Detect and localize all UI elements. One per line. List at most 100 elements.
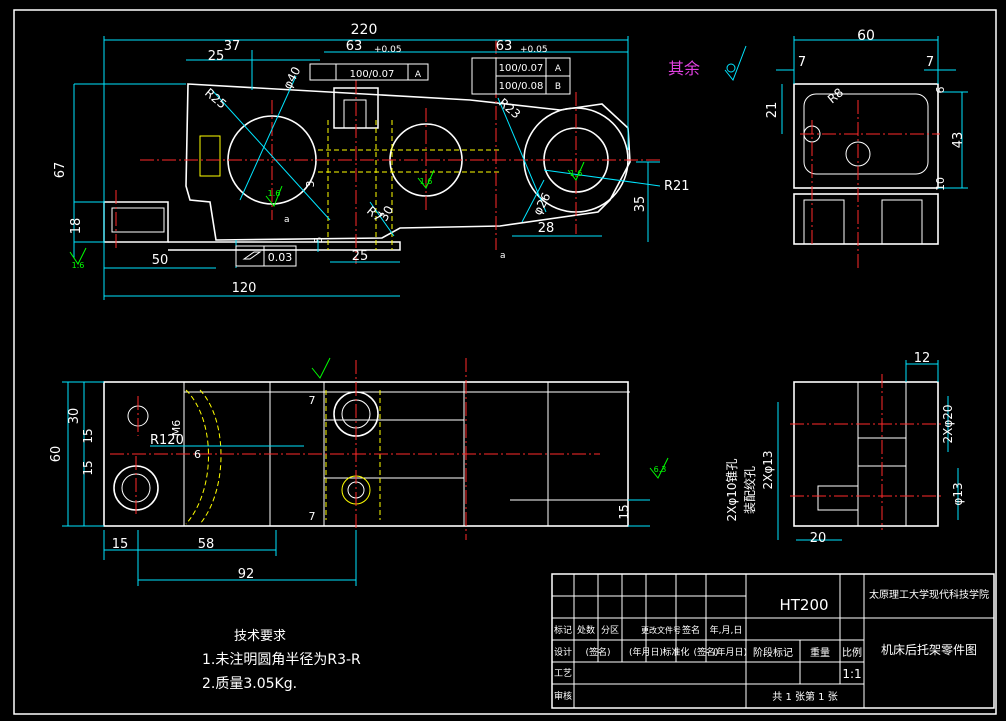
front-center-lines (115, 40, 660, 264)
tb-process: 工艺 (554, 668, 572, 679)
top-dim-7-a: 7 (309, 394, 316, 407)
tol-right-1-value: 100/0.07 (499, 63, 544, 74)
tb-design: 设计 (554, 646, 572, 658)
side-center-lines (800, 100, 940, 268)
top-dim-7-b: 7 (309, 510, 316, 523)
dim-25-top: 25 (208, 49, 225, 64)
datum-b-label: a (500, 251, 506, 261)
section-outline (793, 381, 939, 527)
top-dim-15-b: 15 (81, 460, 95, 475)
front-outline (185, 83, 631, 241)
section-dim-12: 12 (914, 351, 931, 366)
title-weight: 重量 (810, 646, 830, 659)
top-dim-92: 92 (238, 567, 255, 582)
tb-review: 审核 (554, 690, 572, 702)
title-block (551, 573, 995, 709)
dim-63-b: 63 (496, 39, 513, 54)
front-foot-left-inner (111, 207, 165, 233)
dim-30: 30 (376, 203, 396, 223)
roughness-label-a: 1.6 (268, 189, 281, 198)
tol-right-1-datum: A (555, 64, 562, 74)
sheet-border (13, 9, 997, 715)
tb-date-1: (年月日) (629, 646, 663, 658)
tb-header-4: 签名 (682, 624, 700, 636)
dim-220: 220 (351, 22, 378, 38)
front-dimension-lines (73, 36, 660, 300)
top-dim-15-a: 15 (81, 428, 95, 443)
flatness-frame (235, 245, 297, 267)
section-dim-phi13: φ13 (951, 482, 965, 505)
top-roughness-label: 6.3 (654, 465, 667, 474)
tb-header-2: 分区 (601, 625, 619, 636)
side-dim-10: 10 (934, 177, 947, 191)
notes-line-1: 1.未注明圆角半径为R3-R (202, 652, 361, 668)
front-view (69, 36, 747, 300)
tb-header-5: 年,月,日 (710, 624, 743, 636)
title-stage-mark: 阶段标记 (753, 646, 793, 659)
section-dim-2xphi13: 2Xφ13 (761, 450, 775, 489)
dim-120: 120 (232, 281, 257, 296)
flatness-icon (242, 251, 262, 260)
dim-phi40: φ40 (280, 64, 303, 91)
dim-3: 3 (304, 181, 317, 188)
side-dim-7-left: 7 (798, 55, 806, 70)
flatness-value: 0.03 (268, 251, 293, 264)
dim-25-bottom: 25 (352, 249, 369, 264)
top-dim-6: 6 (194, 448, 201, 461)
tb-header-3: 更改文件号 (641, 625, 681, 635)
parallel-frame-top (309, 63, 429, 81)
title-ratio: 比例 (842, 646, 862, 659)
tb-signature-2: (签名) (693, 646, 718, 658)
section-center-lines (790, 374, 944, 530)
side-dim-60: 60 (857, 28, 875, 44)
side-dim-r8: R8 (825, 85, 846, 106)
tol-top-value: 100/0.07 (350, 69, 395, 80)
top-center-lines (110, 358, 600, 540)
roughness-label-b: 1.6 (420, 177, 433, 186)
side-foot-right (881, 199, 923, 245)
dim-18: 18 (69, 218, 84, 235)
tol-right-2-value: 100/0.08 (499, 81, 544, 92)
side-dim-7-right: 7 (926, 55, 934, 70)
remaining-roughness-icon (724, 45, 747, 81)
side-base (793, 193, 939, 245)
section-note-assembly: 装配绞孔 (742, 466, 757, 514)
notes-line-2: 2.质量3.05Kg. (202, 676, 297, 692)
tol-top-datum: A (415, 70, 422, 80)
roughness-label-base: 1.6 (72, 261, 85, 270)
section-dimension-lines (777, 360, 959, 541)
section-view (777, 360, 959, 541)
title-part-name: 机床后托架零件图 (881, 643, 977, 657)
top-view (62, 357, 669, 586)
top-dim-m6: M6 (170, 420, 183, 437)
side-outline (793, 83, 939, 189)
side-dim-43: 43 (951, 132, 966, 149)
top-dimension-lines (62, 381, 650, 586)
side-foot-left (803, 199, 845, 245)
front-hidden-lines (318, 120, 500, 250)
dim-37: 37 (224, 39, 241, 54)
side-dimension-lines (776, 36, 968, 189)
top-dim-15-left: 15 (112, 537, 129, 552)
front-boss-inner (343, 99, 367, 129)
top-dim-15-right: 15 (617, 504, 631, 519)
tb-date-2: (年月日) (713, 646, 747, 658)
front-base (168, 241, 401, 251)
top-dim-30: 30 (67, 408, 82, 425)
tol-right-2-datum: B (555, 82, 561, 92)
dim-5: 5 (312, 237, 325, 244)
dim-50: 50 (152, 253, 169, 268)
title-material: HT200 (779, 596, 828, 614)
dim-35: 35 (633, 196, 648, 213)
top-dim-58: 58 (198, 537, 215, 552)
roughness-symbols-front (69, 161, 585, 265)
title-sheets: 共 1 张第 1 张 (772, 690, 837, 703)
tb-header-1: 处数 (577, 624, 595, 636)
tb-standardize: 标准化 (662, 646, 689, 658)
section-dim-20: 20 (810, 531, 827, 546)
roughness-symbols-top (311, 357, 669, 479)
dim-phi26: φ26 (530, 190, 553, 217)
datum-a-label: a (284, 215, 290, 225)
front-leader-lines (211, 75, 661, 237)
